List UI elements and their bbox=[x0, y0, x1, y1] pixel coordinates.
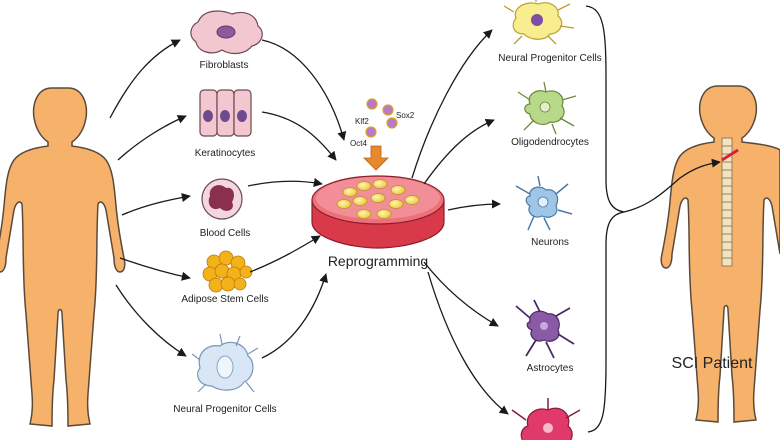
patient-figure-icon bbox=[660, 85, 780, 423]
label-oligodendrocytes: Oligodendrocytes bbox=[511, 137, 589, 148]
label-neurons: Neurons bbox=[531, 237, 569, 248]
label-blood-cells: Blood Cells bbox=[200, 228, 251, 239]
oligodendrocyte-icon bbox=[517, 81, 577, 135]
astrocyte-icon bbox=[515, 299, 575, 359]
donor-figure-icon bbox=[0, 87, 126, 427]
output-bottom-cell-icon bbox=[511, 398, 581, 440]
factor-virus-icons bbox=[365, 98, 398, 138]
label-astrocytes: Astrocytes bbox=[527, 363, 574, 374]
donor-arrows bbox=[109, 39, 191, 357]
label-fibroblasts: Fibroblasts bbox=[200, 60, 249, 71]
label-sci-patient: SCI Patient bbox=[672, 355, 753, 372]
source-neural-progenitor-icon bbox=[191, 333, 259, 393]
label-adipose-stem-cells: Adipose Stem Cells bbox=[181, 294, 268, 305]
blood-cell-icon bbox=[201, 178, 243, 220]
petri-dish-icon bbox=[311, 175, 445, 249]
label-klf2: Klf2 bbox=[355, 117, 369, 126]
label-keratinocytes: Keratinocytes bbox=[195, 148, 256, 159]
source-to-dish-arrows bbox=[247, 39, 347, 359]
bracket-to-patient-arrow bbox=[623, 158, 721, 213]
dish-to-output-arrows bbox=[411, 29, 509, 415]
neuron-icon bbox=[515, 175, 573, 231]
label-oct4: Oct4 bbox=[350, 139, 367, 148]
output-neural-progenitor-icon bbox=[503, 0, 575, 45]
label-output-neural-progenitor-cells: Neural Progenitor Cells bbox=[498, 53, 601, 64]
factor-arrow-icon bbox=[363, 145, 389, 171]
keratinocytes-icon bbox=[199, 89, 252, 137]
fibroblast-icon bbox=[190, 10, 263, 55]
label-source-neural-progenitor-cells: Neural Progenitor Cells bbox=[173, 404, 276, 415]
adipose-stem-cell-icon bbox=[202, 250, 253, 293]
output-bracket bbox=[585, 5, 625, 433]
label-sox2: Sox2 bbox=[396, 111, 415, 120]
label-reprogramming: Reprogramming bbox=[328, 253, 428, 269]
